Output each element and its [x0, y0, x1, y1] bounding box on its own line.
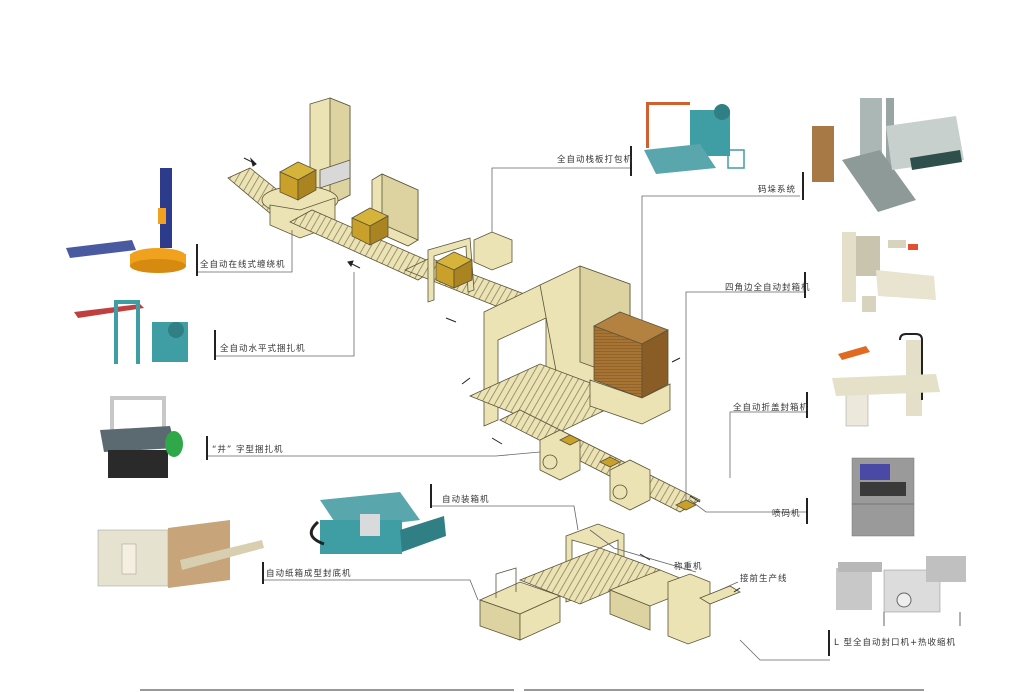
label-carton-erector: 自动纸箱成型封底机 [266, 569, 352, 579]
label-markers [196, 146, 830, 656]
inkjet-printer-photo [851, 457, 915, 537]
label-l-sealer-shrink: L 型全自动封口机+热收缩机 [834, 638, 957, 648]
flap-folding-sealer-photo [832, 333, 940, 427]
label-pallet-strapper: 全自动栈板打包机 [557, 155, 634, 165]
flow-arrows [243, 157, 741, 593]
label-check-weigher: 称重机 [674, 562, 703, 572]
label-inkjet-printer: 喷码机 [772, 509, 801, 519]
four-corner-sealer-photo [842, 232, 936, 312]
conveyor-lower [499, 409, 701, 513]
stretch-wrapper-photo [66, 168, 186, 273]
pallet-dispenser-base [589, 379, 671, 425]
upstream-feeder [608, 569, 741, 645]
label-upstream-line: 接前生产线 [740, 574, 788, 584]
central-production-line [227, 97, 741, 645]
cross-strapper-photo [100, 396, 183, 478]
case-packer-photo [309, 492, 446, 554]
cross-strapper-arch [427, 237, 475, 303]
label-four-corner-sealer: 四角边全自动封箱机 [725, 283, 811, 293]
label-cross-strapper: “井” 字型捆扎机 [212, 445, 284, 455]
palletizer-photo [812, 98, 964, 212]
horizontal-strapper-photo [74, 300, 188, 364]
label-inline-stretch-wrapper: 全自动在线式缠绕机 [200, 260, 286, 270]
l-sealer-shrink-photo [836, 556, 966, 626]
footer-divider-right [524, 689, 924, 691]
control-cabinet [473, 231, 513, 271]
weigher-gantry [565, 523, 625, 603]
footer-divider-left [140, 689, 514, 691]
leader-lines [198, 167, 830, 661]
label-palletizer: 码垛系统 [758, 185, 797, 195]
label-case-packer: 自动装箱机 [442, 495, 490, 505]
label-horizontal-strapper: 全自动水平式捆扎机 [220, 344, 306, 354]
carton-stack-3 [435, 251, 473, 289]
case-packer-unit [478, 567, 562, 641]
carton-stack-1 [279, 161, 317, 201]
carton-stack-2 [351, 207, 389, 246]
pallet-strapper-photo [644, 102, 745, 174]
carton-erector-photo [97, 520, 264, 588]
label-flap-folding-sealer: 全自动折盖封箱机 [733, 403, 810, 413]
empty-pallet-stack [593, 311, 669, 399]
sealer-2 [609, 459, 651, 511]
